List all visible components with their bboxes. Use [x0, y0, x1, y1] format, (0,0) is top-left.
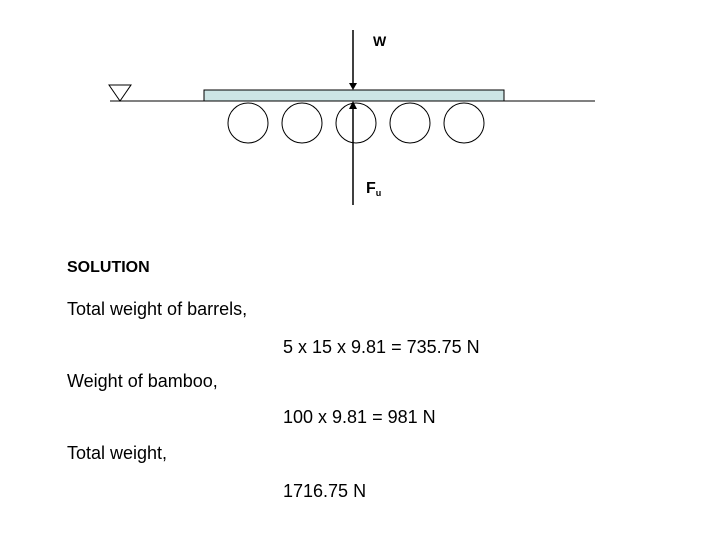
upthrust-label: Fu — [366, 180, 381, 198]
upthrust-arrow — [349, 101, 357, 205]
line-label-barrels: Total weight of barrels, — [67, 299, 248, 319]
line-result-total: 1716.75 N — [283, 481, 367, 501]
barrel — [227, 102, 269, 144]
barrel — [443, 102, 485, 144]
barrel — [389, 102, 431, 144]
load-arrow — [349, 30, 357, 90]
line-result-barrels: 5 x 15 x 9.81 = 735.75 N — [283, 337, 480, 357]
line-label-bamboo: Weight of bamboo, — [67, 371, 218, 391]
barrels-group — [227, 102, 485, 144]
bamboo-raft — [203, 89, 505, 102]
raft-diagram — [108, 30, 595, 205]
load-label: W — [373, 33, 387, 49]
upthrust-label-main: F — [366, 180, 376, 197]
line-label-total: Total weight, — [67, 443, 168, 463]
upthrust-label-subscript: u — [375, 188, 382, 198]
solution-heading: SOLUTION — [67, 259, 150, 276]
line-result-bamboo: 100 x 9.81 = 981 N — [283, 407, 436, 427]
barrel — [335, 102, 377, 144]
water-level-icon — [108, 84, 132, 102]
barrel — [281, 102, 323, 144]
